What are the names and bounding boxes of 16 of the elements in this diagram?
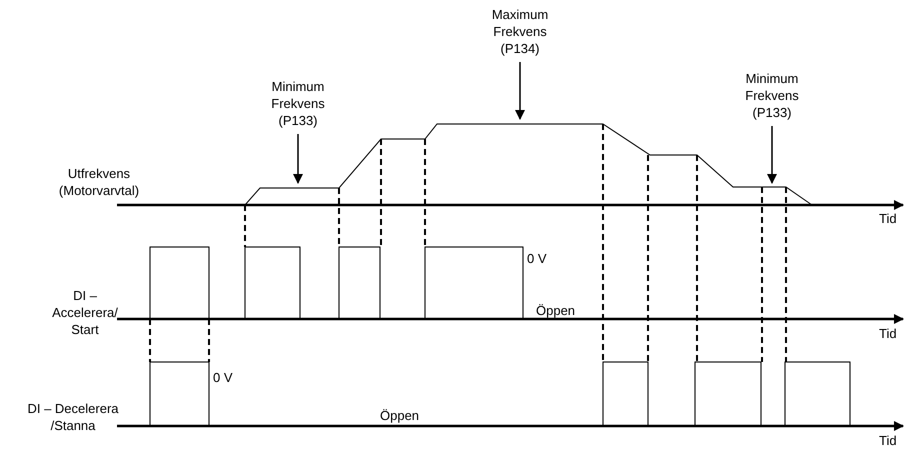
voltage-label: 0 V bbox=[527, 250, 548, 267]
voltage-label: 0 V bbox=[213, 369, 234, 386]
state-label: Öppen bbox=[536, 302, 576, 319]
signal-label: DI – Accelerera/ Start bbox=[51, 287, 119, 338]
axis-label: Tid bbox=[879, 325, 898, 342]
callout-label: Maximum Frekvens (P134) bbox=[472, 6, 568, 58]
axis-label: Tid bbox=[879, 432, 898, 449]
signal-label: Utfrekvens (Motorvarvtal) bbox=[58, 165, 140, 199]
state-label: Öppen bbox=[380, 407, 420, 424]
signal-label: DI – Decelerera /Stanna bbox=[26, 400, 120, 434]
leader-arrow bbox=[767, 126, 777, 184]
leader-arrow bbox=[515, 62, 525, 120]
callout-label: Minimum Frekvens (P133) bbox=[724, 70, 820, 122]
axis-label: Tid bbox=[879, 210, 898, 227]
leader-arrow bbox=[293, 134, 303, 184]
callout-label: Minimum Frekvens (P133) bbox=[250, 78, 346, 130]
